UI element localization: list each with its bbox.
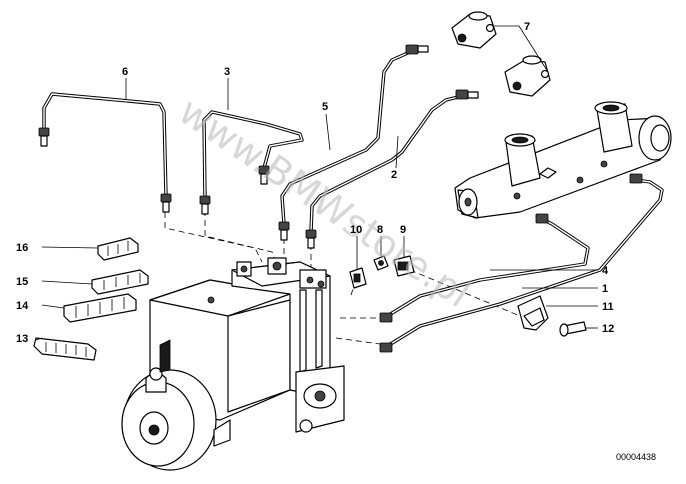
callout-7: 7	[524, 21, 530, 33]
callout-10: 10	[350, 224, 362, 236]
callout-12: 12	[602, 323, 614, 335]
part-8-plug	[373, 255, 389, 271]
holder-15	[91, 269, 149, 295]
callout-16: 16	[16, 242, 28, 254]
callout-13: 13	[16, 333, 28, 345]
distribution-piece-lower	[504, 55, 551, 97]
master-cylinder	[454, 101, 672, 219]
pipe-fittings	[38, 44, 643, 353]
callout-6: 6	[122, 66, 128, 78]
holder-13	[33, 337, 97, 361]
callout-11: 11	[602, 301, 614, 313]
callout-4: 4	[602, 265, 609, 277]
callout-8: 8	[377, 224, 383, 236]
callout-14: 14	[16, 300, 29, 312]
document-number: 00004438	[616, 452, 656, 462]
part-11-bracket	[517, 295, 549, 331]
part-10-connector	[349, 267, 367, 289]
callout-3: 3	[224, 66, 230, 78]
distribution-piece-upper	[451, 11, 497, 49]
callout-1: 1	[602, 283, 608, 295]
callout-5: 5	[322, 101, 328, 113]
holder-16	[97, 237, 139, 261]
callout-2: 2	[391, 169, 397, 181]
callout-15: 15	[16, 276, 28, 288]
part-12-screw	[559, 321, 587, 337]
leader-lines	[35, 25, 598, 341]
part-9-connector	[393, 255, 415, 277]
holder-14	[63, 293, 137, 323]
callout-9: 9	[400, 224, 406, 236]
hydraulic-unit	[121, 257, 345, 471]
callout-labels: 6 3 5 2 7 10 8 9 16 15 14 13 4 1 11 12	[16, 21, 614, 345]
